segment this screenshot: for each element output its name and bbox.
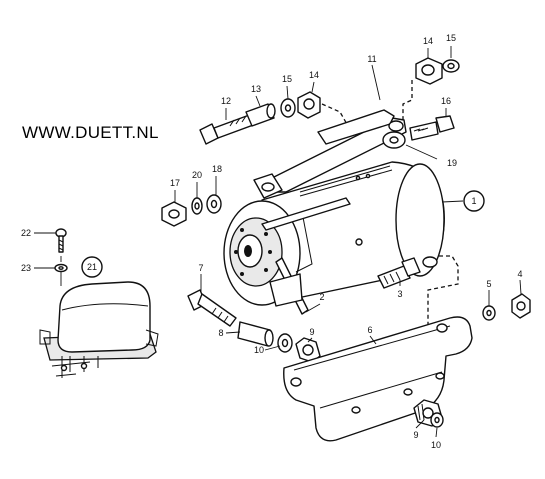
washer-15-upper [442,59,460,73]
callout-2: 2 [319,292,324,302]
generator-bottom-lug [269,273,303,307]
callout-circle-1 [463,190,485,212]
callout-13: 13 [251,84,261,94]
generator-side-strap [261,197,351,231]
bracket-plate [283,316,473,442]
washer-19 [382,131,406,149]
callout-10-left: 10 [254,345,264,355]
generator [223,161,445,315]
generator-lower-hole [422,256,438,268]
dashed-line-bolt-to-bracket [427,255,459,330]
regulator-tab-left [39,329,51,345]
washer-10-right [430,412,444,428]
callout-17: 17 [170,178,180,188]
callout-21: 21 [87,262,97,272]
regulator-tab-right [145,329,159,347]
callout-14-mid: 14 [309,70,319,80]
callout-4: 4 [517,269,522,279]
callout-labels: 1 2 3 4 5 6 7 8 9 9 10 10 11 12 13 14 14… [21,33,523,450]
leader-lines [34,46,522,438]
callout-7: 7 [198,263,203,273]
callout-20: 20 [192,170,202,180]
dashed-line-nut-to-arm [402,80,413,130]
washer-20 [191,197,203,215]
adjusting-arm-hole [388,120,404,132]
callout-10-right: 10 [431,440,441,450]
nut-17 [161,201,187,227]
bolt-3 [377,257,421,289]
regulator-cover [57,281,151,353]
nut-4 [511,293,531,319]
adjusting-arm-slot-plate [317,109,395,145]
callout-19: 19 [447,158,457,168]
washer-23 [54,263,68,273]
generator-rear-end [395,163,445,277]
voltage-regulator [39,281,159,378]
callout-8: 8 [218,328,223,338]
nut-14-upper [415,57,443,85]
assembly-dashed-lines [321,80,459,330]
watermark-text: WWW.DUETT.NL [22,123,159,142]
callout-1: 1 [471,196,476,206]
sleeve-8 [237,321,274,347]
screw-22 [55,228,67,253]
callout-14-upper: 14 [423,36,433,46]
callout-6: 6 [367,325,372,335]
callout-15-upper: 15 [446,33,456,43]
regulator-cover-edge [61,303,149,311]
generator-seam [299,165,393,197]
callout-3: 3 [397,289,402,299]
callout-12: 12 [221,96,231,106]
bolt-12 [199,113,257,145]
bolt-7 [187,289,237,327]
nut-14-mid [297,91,321,119]
washer-15-mid [280,98,296,118]
washer-18 [206,194,222,214]
callout-9-right: 9 [413,430,418,440]
callout-11: 11 [367,54,376,64]
callout-5: 5 [486,279,491,289]
regulator-wiring [51,361,91,377]
bolt-16 [409,115,455,141]
dashed-line-bolt-to-arm [321,103,349,127]
callout-18: 18 [212,164,222,174]
washer-5 [482,305,496,321]
adjusting-arm [271,109,407,193]
callout-16: 16 [441,96,451,106]
nut-9-left [295,337,321,363]
bracket-fold-lines [293,325,451,409]
generator-shaft [244,245,252,257]
callout-22: 22 [21,228,31,238]
sleeve-13 [245,103,276,127]
callout-15-mid: 15 [282,74,292,84]
nut-9-right [413,399,443,427]
generator-screw [355,238,363,246]
washer-10-left [277,333,293,353]
callout-circle-21 [81,256,103,278]
mounting-bracket [283,316,473,442]
callout-9-left: 9 [309,327,314,337]
callout-23: 23 [21,263,31,273]
